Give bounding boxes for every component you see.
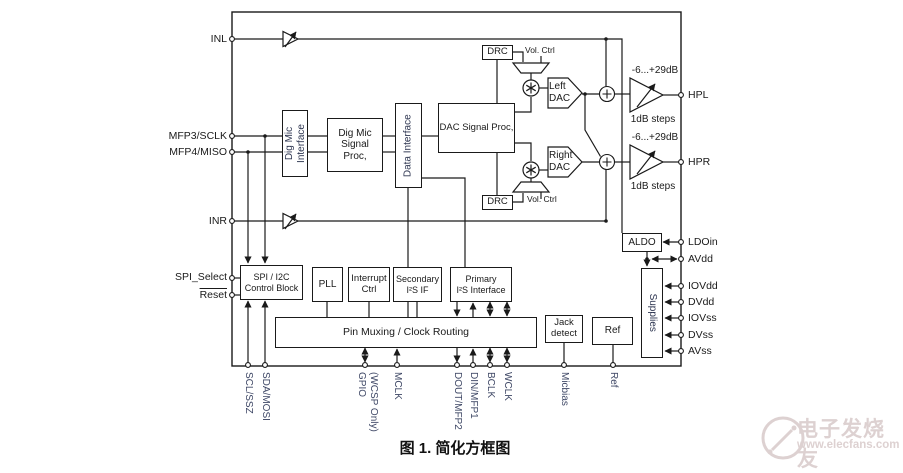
block-aldo-label: ALDO [628,236,656,248]
right-multiplier-icon [522,161,540,179]
pin-label-gpio: GPIO [356,372,367,398]
wires [232,38,681,366]
right-summer-icon [598,153,616,171]
watermark-url: www.elecfans.com [797,439,900,451]
pin-label-ref: Ref [608,372,619,388]
block-pll-label: PLL [318,278,337,290]
block-supplies: Supplies [641,268,663,358]
pin-label-iovdd: IOVdd [688,280,718,292]
block-drc-bottom: DRC [482,195,513,210]
hpr-gain-label: -6...+29dB [631,132,679,143]
pin-label-hpl: HPL [688,89,709,101]
block-ref-label: Ref [604,325,621,337]
block-supplies-label: Supplies [646,293,658,333]
pin-label-hpr: HPR [688,156,711,168]
figure-caption: 图 1. 简化方框图 [399,440,511,457]
inl-amp-icon [282,30,300,48]
block-data-interface: Data Interface [395,103,422,188]
block-spi-i2c-control-label: SPI / I2C Control Block [244,272,299,293]
pin-label-mclk: MCLK [392,372,403,400]
block-drc-top: DRC [482,45,513,60]
hpl-steps-label: 1dB steps [630,114,676,125]
wire-junctions [246,37,649,261]
block-dig-mic-signal-proc: Dig Mic Signal Proc, [327,118,383,172]
block-pin-muxing-label: Pin Muxing / Clock Routing [342,326,470,339]
vol-trapezoid-bottom-icon [511,181,551,193]
pin-label-iovss: IOVss [688,312,717,324]
right-dac-shape [547,146,583,178]
block-drc-top-label: DRC [487,46,508,58]
left-dac-shape [547,77,583,109]
vol-ctrl-top-label: Vol. Ctrl [525,45,555,55]
block-spi-i2c-control: SPI / I2C Control Block [240,265,303,300]
pin-label-dout-mfp2: DOUT/MFP2 [452,372,463,430]
pin-label-inl: INL [210,33,227,45]
block-pin-muxing: Pin Muxing / Clock Routing [275,317,537,348]
pin-label-ldoin: LDOin [688,236,718,248]
pin-label-micbias: Micbias [559,372,570,406]
block-aldo: ALDO [622,233,662,252]
pin-label-wclk: WCLK [502,372,513,401]
pin-label-dvdd: DVdd [688,296,715,308]
block-primary-i2s: Primary I²S Interface [450,267,512,302]
pin-label-sda-mosi: SDA/MOSI [260,372,271,421]
left-multiplier-icon [522,79,540,97]
pin-label-spi-select: SPI_Select [175,271,227,283]
pin-label-avss: AVss [688,345,712,357]
pin-circles [229,36,684,368]
block-data-interface-label: Data Interface [402,114,414,177]
block-dig-mic-signal-proc-label: Dig Mic Signal Proc, [338,127,372,162]
block-primary-i2s-label: Primary I²S Interface [456,274,506,295]
vol-trapezoid-top-icon [511,62,551,74]
pin-label-gpio-sub: (WCSP Only) [368,372,379,432]
left-dac-label: Left DAC [549,81,571,104]
block-jack-detect: Jack detect [545,315,583,343]
vol-ctrl-bottom-label: Vol. Ctrl [527,194,557,204]
block-drc-bottom-label: DRC [487,196,508,208]
pin-label-avdd: AVdd [688,253,713,265]
block-dac-signal-proc: DAC Signal Proc, [438,103,515,153]
hpl-amp-icon [629,77,665,113]
pin-label-inr: INR [208,215,227,227]
pin-label-bclk: BCLK [485,372,496,399]
right-dac-label: Right DAC [549,150,573,173]
pin-label-reset: Reset [199,289,227,301]
hpr-amp-icon [629,144,665,180]
pin-label-mfp4-miso: MFP4/MISO [169,146,227,158]
block-interrupt-ctrl: Interrupt Ctrl [348,267,390,302]
block-interrupt-ctrl-label: Interrupt Ctrl [351,272,387,295]
pin-label-mfp3-sclk: MFP3/SCLK [168,130,227,142]
block-ref: Ref [592,317,633,345]
hpl-gain-label: -6...+29dB [631,65,679,76]
pin-label-dvss: DVss [688,329,714,341]
left-summer-icon [598,85,616,103]
block-dig-mic-interface-label: Dig Mic Interface [283,124,307,163]
block-dac-signal-proc-label: DAC Signal Proc, [439,121,514,133]
block-secondary-i2s: Secondary I²S IF [393,267,442,302]
hpr-steps-label: 1dB steps [630,181,676,192]
inr-amp-icon [282,212,300,230]
watermark-logo-icon [761,416,805,460]
block-dig-mic-interface: Dig Mic Interface [282,110,308,177]
block-jack-detect-label: Jack detect [551,317,577,339]
block-secondary-i2s-label: Secondary I²S IF [395,274,440,295]
pin-label-scl-ssz: SCL/SSZ [243,372,254,414]
block-pll: PLL [312,267,343,302]
pin-label-din-mfp1: DIN/MFP1 [468,372,479,419]
